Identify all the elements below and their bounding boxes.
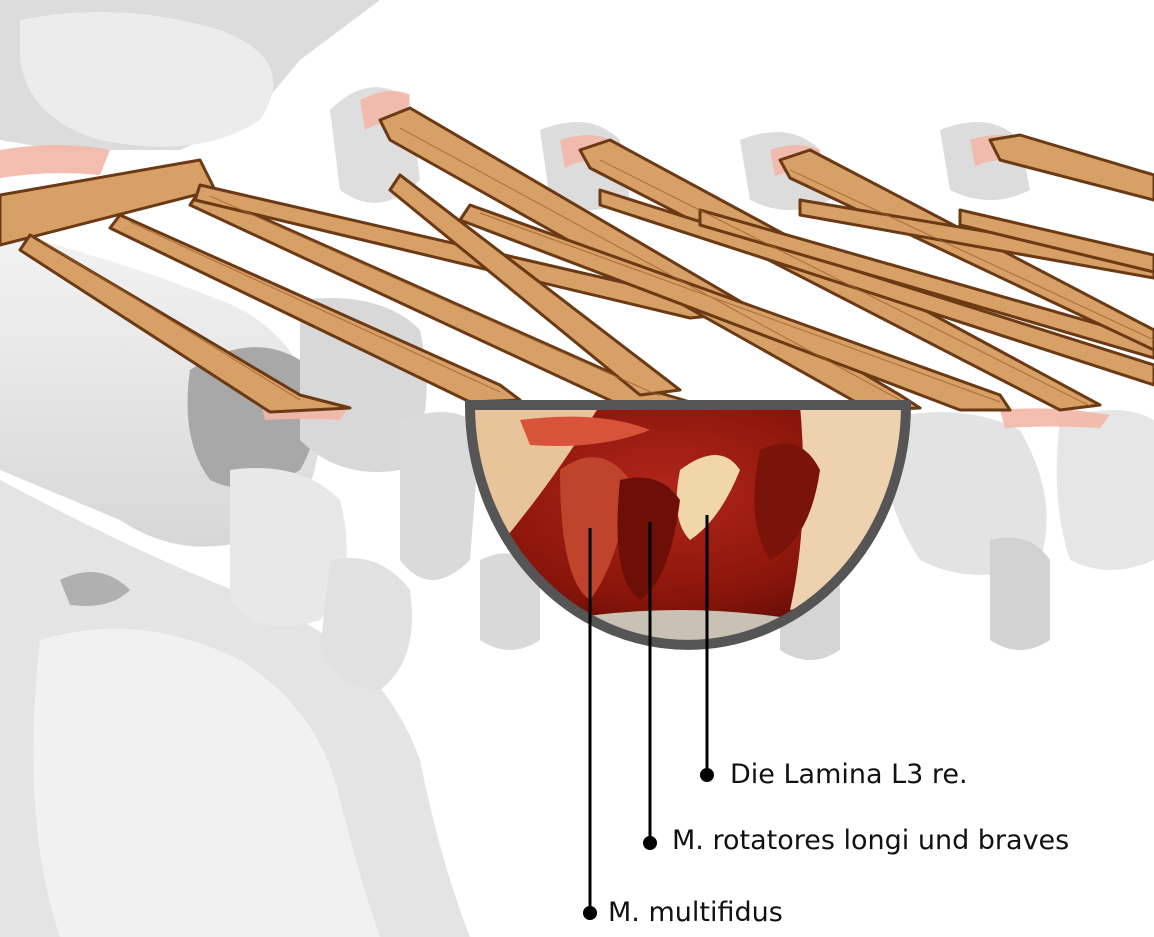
label-m-rotatores: M. rotatores longi und braves <box>672 827 1069 854</box>
label-lamina-l3: Die Lamina L3 re. <box>730 761 968 788</box>
leader-dot <box>583 906 597 920</box>
leader-dot <box>643 836 657 850</box>
label-m-multifidus: M. multifidus <box>608 899 783 926</box>
leader-dot <box>700 768 714 782</box>
